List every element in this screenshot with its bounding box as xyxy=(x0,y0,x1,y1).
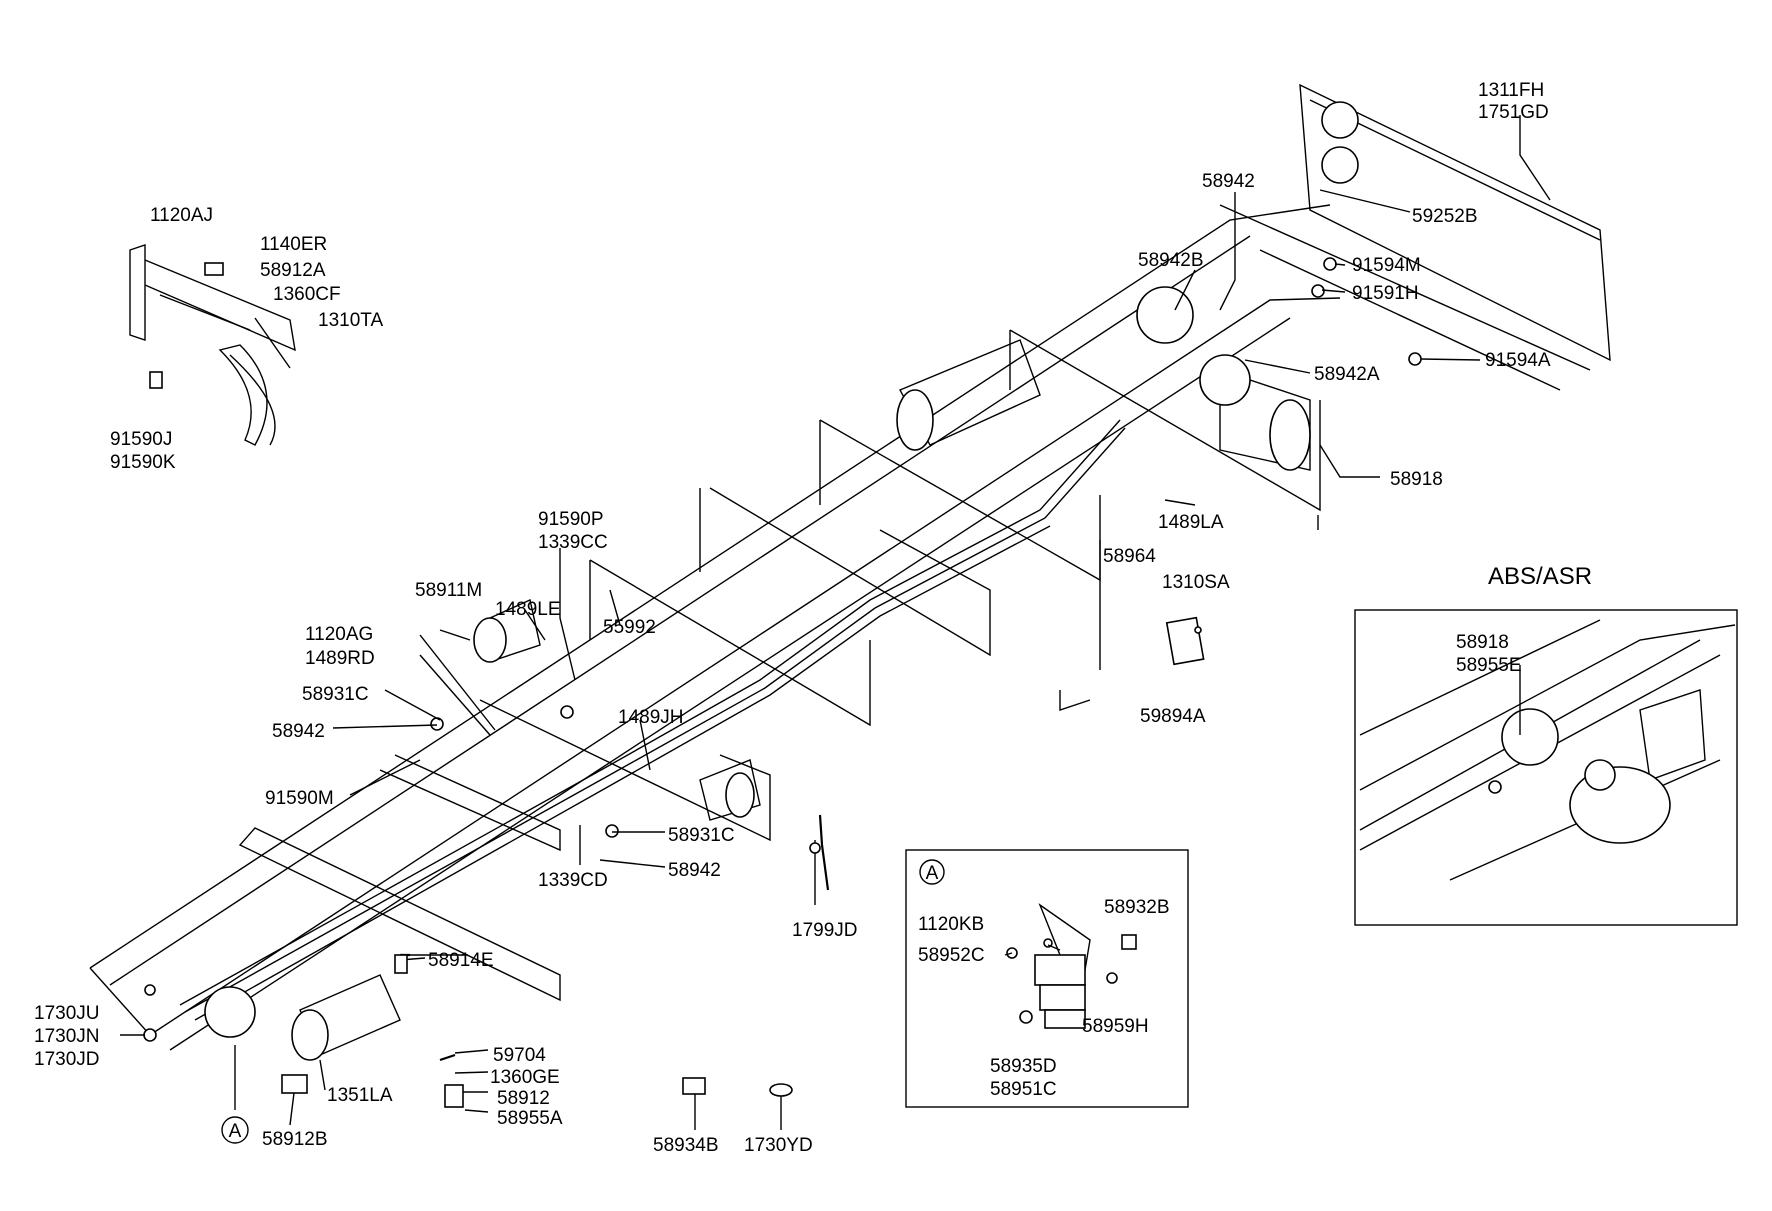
label-58912: 58912 xyxy=(497,1088,550,1109)
label-1730JD: 1730JD xyxy=(34,1049,100,1070)
label-1339CD: 1339CD xyxy=(538,870,608,891)
label-58942A: 58942A xyxy=(1314,364,1380,385)
label-91590P: 91590P xyxy=(538,509,604,530)
label-1310SA: 1310SA xyxy=(1162,572,1230,593)
label-1730YD: 1730YD xyxy=(744,1135,813,1156)
label-1730JU: 1730JU xyxy=(34,1003,100,1024)
label-58942-right: 58942 xyxy=(668,860,721,881)
label-1140ER: 1140ER xyxy=(260,234,327,255)
label-58942-top: 58942 xyxy=(1202,171,1255,192)
label-1360GE: 1360GE xyxy=(490,1067,560,1088)
label-91594M: 91594M xyxy=(1352,255,1421,276)
label-58932B: 58932B xyxy=(1104,897,1170,918)
label-1730JN: 1730JN xyxy=(34,1026,100,1047)
label-59894A: 59894A xyxy=(1140,706,1206,727)
label-1489LA: 1489LA xyxy=(1158,512,1224,533)
label-58952C: 58952C xyxy=(918,945,985,966)
label-1120AG: 1120AG xyxy=(305,624,373,645)
label-91590M: 91590M xyxy=(265,788,334,809)
label-1120AJ: 1120AJ xyxy=(150,205,213,226)
label-1339CC: 1339CC xyxy=(538,532,608,553)
label-91590K: 91590K xyxy=(110,452,176,473)
label-1751GD: 1751GD xyxy=(1478,102,1549,123)
reference-a-marker: A xyxy=(221,1116,249,1144)
label-58935D: 58935D xyxy=(990,1056,1057,1077)
label-58942-left: 58942 xyxy=(272,721,325,742)
label-1489JH: 1489JH xyxy=(618,707,684,728)
label-58914E: 58914E xyxy=(428,950,494,971)
leader-lines xyxy=(120,115,1551,1130)
label-91591H: 91591H xyxy=(1352,283,1419,304)
label-58931C-left: 58931C xyxy=(302,684,369,705)
label-58912B: 58912B xyxy=(262,1129,328,1150)
label-1311FH: 1311FH xyxy=(1478,80,1544,101)
label-58934B: 58934B xyxy=(653,1135,719,1156)
abs-asr-title: ABS/ASR xyxy=(1488,563,1592,590)
label-58942B: 58942B xyxy=(1138,250,1204,271)
bracket-drawing xyxy=(129,244,296,446)
chassis-frame-drawing xyxy=(89,83,1611,1061)
callout-labels: 1311FH 1751GD 58942 59252B 58942B 91594M… xyxy=(34,80,1551,1156)
label-55992: 55992 xyxy=(603,617,656,638)
label-1360CF: 1360CF xyxy=(273,284,341,305)
label-58911M: 58911M xyxy=(415,580,482,601)
label-1120KB: 1120KB xyxy=(918,914,984,935)
abs-asr-panel: ABS/ASR 58918 58955E xyxy=(1354,563,1738,926)
label-91590J: 91590J xyxy=(110,429,172,450)
label-59252B: 59252B xyxy=(1412,206,1478,227)
label-58918-abs: 58918 xyxy=(1456,632,1509,653)
label-91594A: 91594A xyxy=(1485,350,1551,371)
label-58931C-right: 58931C xyxy=(668,825,735,846)
label-58918: 58918 xyxy=(1390,469,1443,490)
label-59704: 59704 xyxy=(493,1045,546,1066)
label-1489LE: 1489LE xyxy=(495,599,561,620)
reference-a-letter: A xyxy=(229,1121,242,1142)
label-1351LA: 1351LA xyxy=(327,1085,393,1106)
label-1799JD: 1799JD xyxy=(792,920,858,941)
label-58959H: 58959H xyxy=(1082,1016,1149,1037)
detail-a-letter: A xyxy=(926,863,939,884)
loose-parts xyxy=(281,616,1205,1108)
detail-a-panel: A 1120KB 58932B 58952C 58959H 58935D 589… xyxy=(905,849,1189,1108)
label-58912A: 58912A xyxy=(260,260,326,281)
label-58955E-abs: 58955E xyxy=(1456,655,1522,676)
label-1310TA: 1310TA xyxy=(318,310,383,331)
label-1489RD: 1489RD xyxy=(305,648,375,669)
label-58951C: 58951C xyxy=(990,1079,1057,1100)
label-58964: 58964 xyxy=(1103,546,1156,567)
label-58955A: 58955A xyxy=(497,1108,563,1129)
